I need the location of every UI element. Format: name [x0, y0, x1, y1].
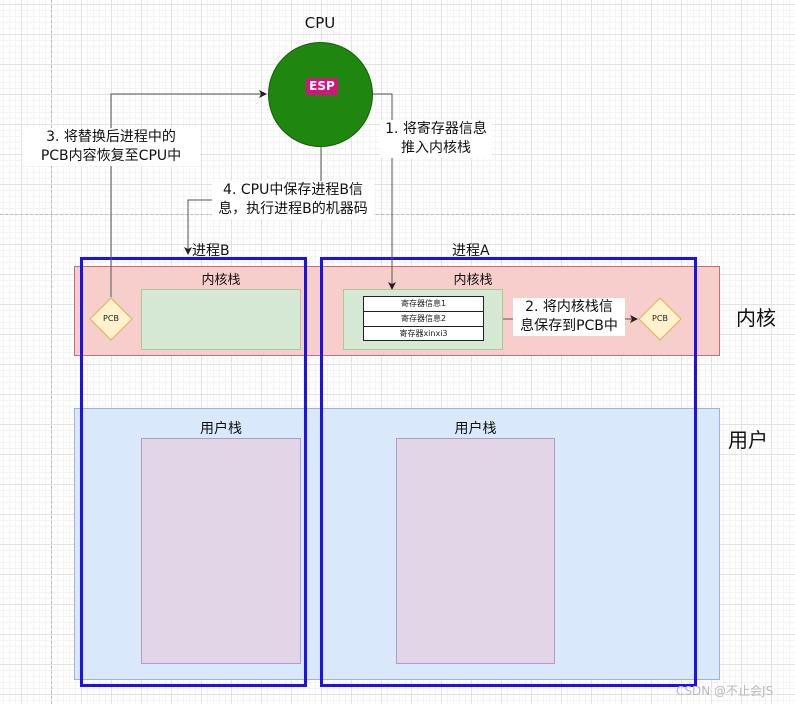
- register-row: 寄存器xinxi3: [399, 329, 448, 338]
- step3-line2: PCB内容恢复至CPU中: [22, 147, 200, 166]
- process-b-kernel-stack-label: 内核栈: [201, 273, 241, 288]
- pcb-label: PCB: [103, 314, 119, 323]
- step2-label: 2. 将内核栈信 息保存到PCB中: [513, 298, 625, 336]
- pcb-label: PCB: [652, 314, 668, 323]
- process-b-pcb: PCB: [89, 297, 133, 341]
- kernel-zone-label: 内核: [736, 306, 776, 330]
- esp-register: ESP: [306, 78, 338, 95]
- process-a-user-stack-label: 用户栈: [454, 421, 497, 437]
- step2-line2: 息保存到PCB中: [513, 317, 625, 336]
- arrow-step1: [373, 93, 396, 290]
- cpu-title: CPU: [304, 14, 336, 32]
- process-a-title: 进程A: [452, 243, 490, 259]
- register-row: 寄存器信息2: [364, 312, 483, 327]
- guide-line-vertical: [51, 0, 52, 704]
- process-b-frame: [80, 257, 307, 687]
- step2-line1: 2. 将内核栈信: [513, 298, 625, 317]
- pcb-diamond-icon: [89, 297, 133, 341]
- process-b-kernel-stack: [141, 289, 301, 350]
- step3-line1: 3. 将替换后进程中的: [22, 128, 200, 147]
- process-b-user-stack: [141, 438, 301, 664]
- step4-line1: 4. CPU中保存进程B信: [212, 181, 374, 200]
- process-a-user-stack: [396, 438, 555, 664]
- arrow-step3: [110, 90, 267, 297]
- process-b-title: 进程B: [192, 243, 230, 259]
- pcb-diamond-icon: [638, 297, 682, 341]
- process-a-frame: [320, 257, 697, 687]
- user-zone-label: 用户: [728, 428, 768, 452]
- process-a-pcb: PCB: [638, 297, 682, 341]
- step1-line1: 1. 将寄存器信息: [380, 120, 492, 139]
- register-row: 寄存器信息1: [364, 297, 483, 312]
- step1-label: 1. 将寄存器信息 推入内核栈: [380, 120, 492, 158]
- step4-label: 4. CPU中保存进程B信 息，执行进程B的机器码: [212, 181, 374, 219]
- step3-label: 3. 将替换后进程中的 PCB内容恢复至CPU中: [22, 128, 200, 166]
- process-a-kernel-stack-label: 内核栈: [453, 273, 493, 288]
- process-b-user-stack-label: 用户栈: [200, 421, 242, 437]
- guide-line-horizontal: [0, 214, 795, 215]
- watermark: CSDN @不止会JS: [676, 684, 774, 698]
- step4-line2: 息，执行进程B的机器码: [212, 200, 374, 219]
- register-table: 寄存器信息1 寄存器信息2 寄存器xinxi3: [363, 296, 484, 341]
- step1-line2: 推入内核栈: [380, 139, 492, 158]
